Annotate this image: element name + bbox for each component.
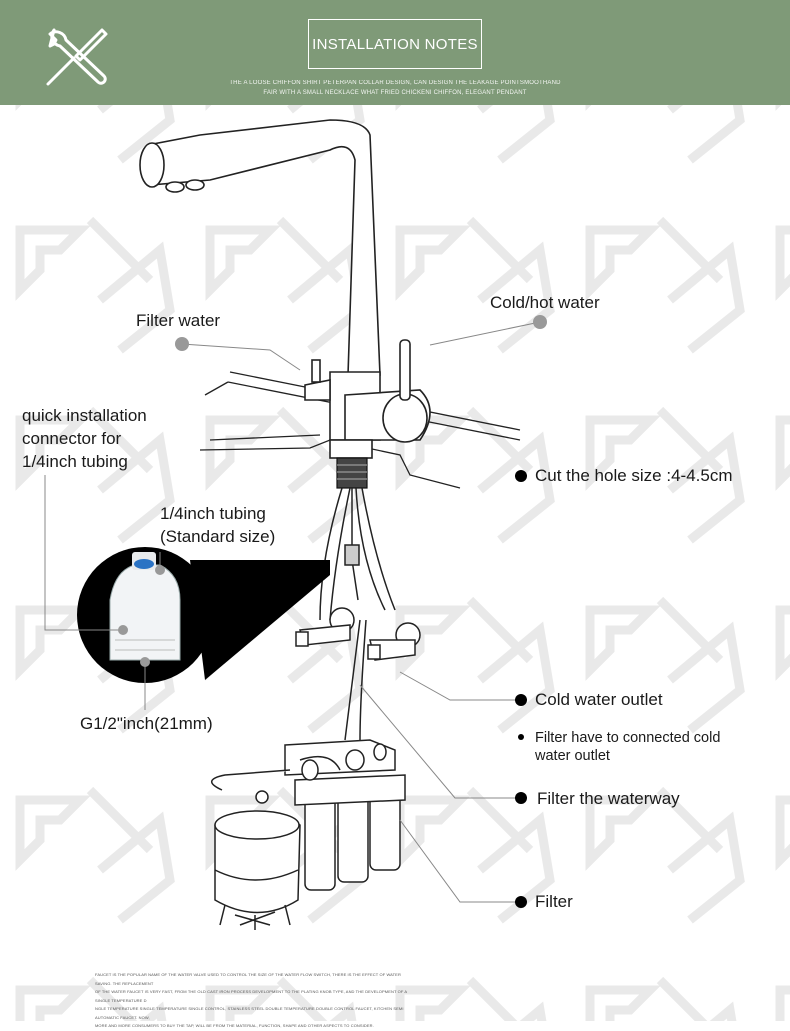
label-filter: Filter [535,892,573,911]
faucet [139,119,431,459]
footer-line4: MORE AND MORE CONSUMERS TO BUY THE TAP, … [95,1023,374,1028]
label-tubing-line1: 1/4inch tubing [160,504,266,523]
page-title: INSTALLATION NOTES [308,19,482,69]
footer-line1: FAUCET IS THE POPULAR NAME OF THE WATER … [95,972,401,986]
label-tubing-line2: (Standard size) [160,527,276,546]
installation-diagram [0,105,790,1021]
footer-line3: NGLE TEMPERATURE SINGLE TEMPERATURE SING… [95,1006,404,1020]
header-subtitle: THE A LOOSE CHIFFON SHIRT PETERPAN COLLA… [195,78,595,98]
label-cut-hole: Cut the hole size :4-4.5cm [535,466,733,485]
label-quick-line1: quick installation [22,406,147,425]
header-banner: INSTALLATION NOTES THE A LOOSE CHIFFON S… [0,0,790,105]
faucet-shank [336,457,368,489]
label-filter-water: Filter water [136,311,221,330]
label-quick-line2: connector for [22,429,122,448]
connector-inset [77,547,330,683]
storage-tank [211,769,301,930]
label-g-thread: G1/2"inch(21mm) [80,714,213,733]
header-subtitle-line1: THE A LOOSE CHIFFON SHIRT PETERPAN COLLA… [229,80,561,86]
label-cold-hot-water: Cold/hot water [490,293,600,312]
label-cold-outlet: Cold water outlet [535,690,663,709]
label-quick-line3: 1/4inch tubing [22,452,128,471]
leader-dots [118,315,547,667]
header-subtitle-line2: FAIR WITH A SMALL NECKLACE WHAT FRIED CH… [263,90,527,96]
footer-line2: OF THE WATER FAUCET IS VERY FAST, FROM T… [95,989,407,1003]
leader-lines [44,321,541,903]
angle-valves [295,607,421,661]
wrench-screwdriver-icon [46,28,108,86]
callout-bullets [515,470,527,908]
label-filter-waterway: Filter the waterway [537,789,680,808]
filter-unit [284,739,406,891]
footer-fine-print: FAUCET IS THE POPULAR NAME OF THE WATER … [95,971,415,1031]
hoses [319,487,396,741]
label-note-line2: water outlet [535,748,610,764]
label-note-line1: Filter have to connected cold [535,730,721,746]
